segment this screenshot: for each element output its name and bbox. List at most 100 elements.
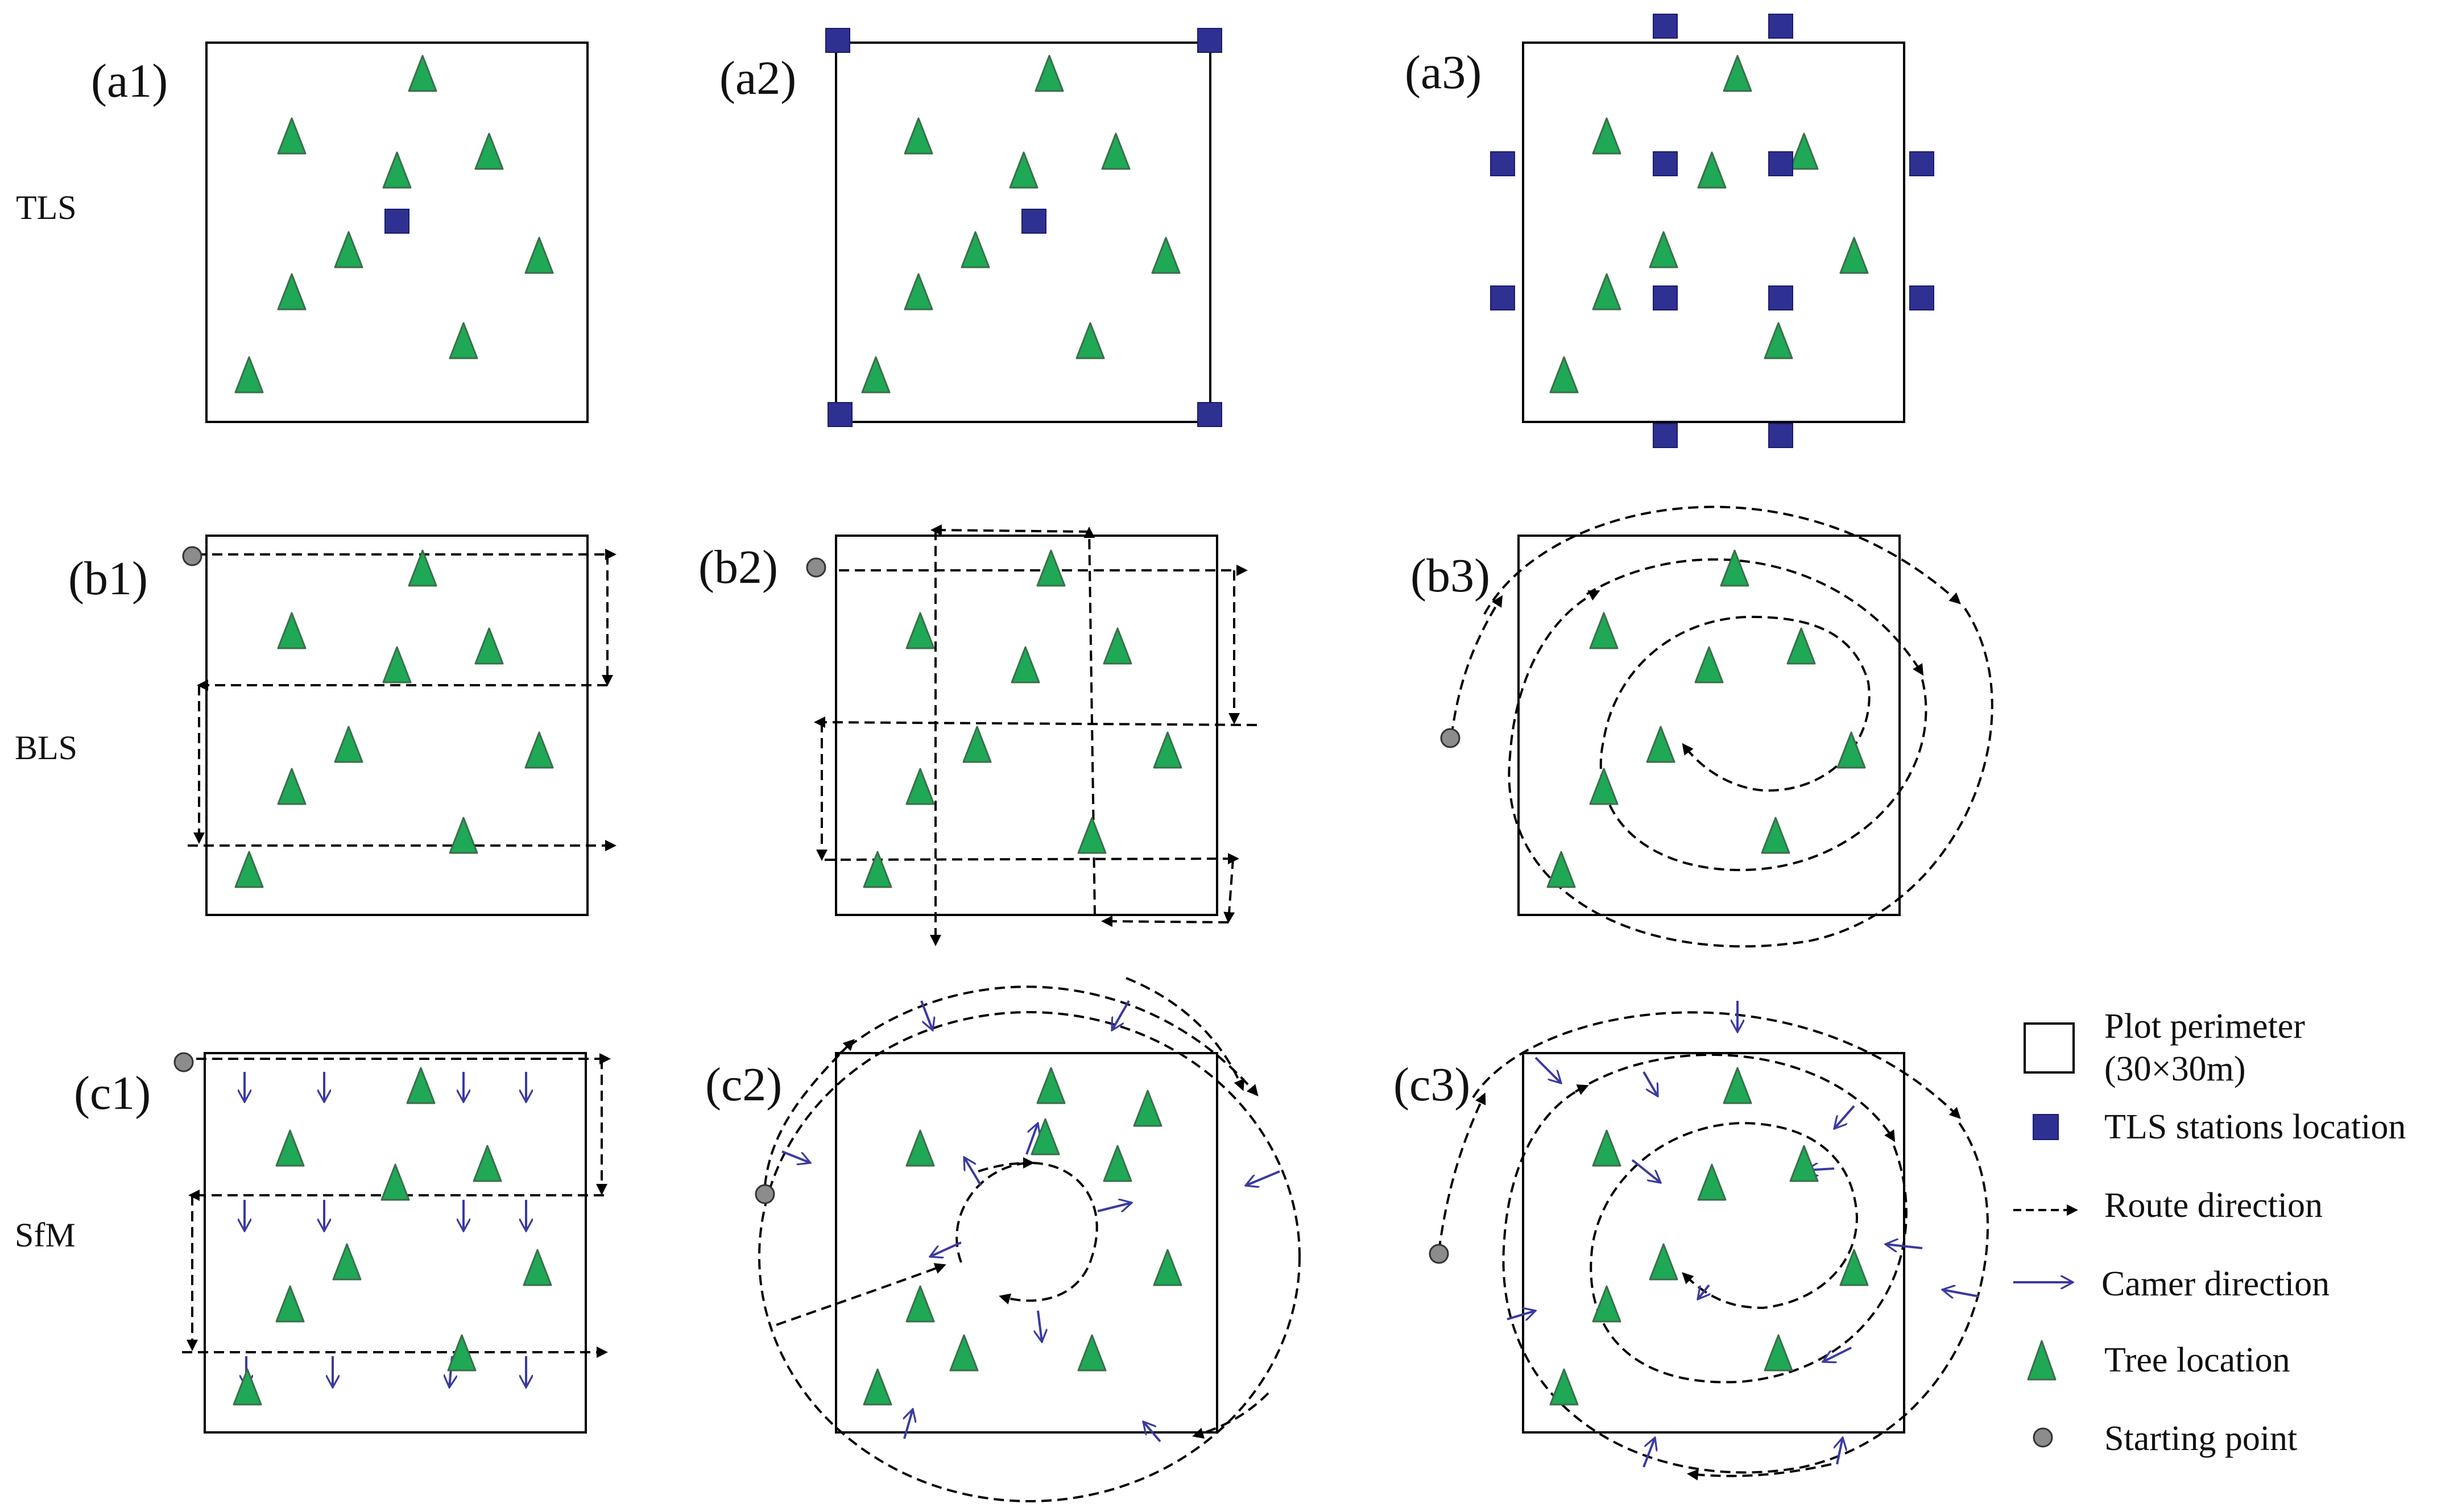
trees-c2 [863, 1067, 1182, 1406]
plot-perimeter-b1 [205, 535, 589, 916]
tree-icon [1009, 151, 1039, 189]
tls-station-icon [825, 28, 850, 53]
tree-icon [1839, 237, 1869, 274]
plot-perimeter-a1 [205, 42, 589, 423]
tree-icon [408, 549, 437, 587]
plot-perimeter-c2 [835, 1052, 1218, 1434]
tree-icon [1764, 322, 1793, 359]
tree-icon [1646, 726, 1675, 763]
tree-icon [904, 117, 933, 155]
legend-plot-perimeter-label: Plot perimeter [2104, 1007, 2305, 1046]
tree-icon [1101, 132, 1131, 170]
row-label-bls: BLS [15, 729, 77, 767]
tree-icon [1789, 132, 1819, 170]
plot-perimeter-c1 [204, 1052, 587, 1434]
tree-icon [406, 1067, 436, 1104]
tls-stations [384, 14, 1934, 448]
starting-point-icon [806, 557, 826, 578]
tree-icon [1036, 1067, 1066, 1104]
camera-arrows-c1 [245, 1072, 526, 1387]
tree-icon [332, 1243, 362, 1281]
tls-station-icon [1768, 14, 1793, 39]
trees-a2 [861, 55, 1181, 393]
tree-icon [277, 768, 307, 805]
tree-icon [1103, 1145, 1132, 1182]
panel-label-a3: (a3) [1405, 46, 1482, 99]
legend-plot-perimeter-size: (30×30m) [2104, 1050, 2245, 1088]
tree-icon [861, 356, 891, 393]
tree-icon [1789, 1145, 1819, 1182]
tree-icon [905, 1285, 935, 1323]
tree-icon [1836, 731, 1866, 769]
legend-plot-perimeter-icon [2024, 1022, 2075, 1074]
tree-icon [380, 1163, 410, 1201]
tls-station-icon [1653, 285, 1678, 310]
tls-station-icon [384, 209, 409, 234]
tree-icon [447, 1334, 477, 1372]
trees-a3 [1549, 55, 1869, 393]
trees-b3 [1546, 549, 1866, 888]
tree-icon [1549, 1368, 1579, 1406]
plot-perimeter-b3 [1517, 535, 1901, 916]
tls-station-icon [1653, 14, 1678, 39]
tls-station-icon [1653, 151, 1678, 176]
tree-icon [1761, 817, 1790, 854]
trees-b2 [863, 549, 1182, 888]
tree-icon [1077, 1334, 1107, 1372]
plot-perimeter-a3 [1522, 42, 1905, 423]
tls-station-icon [1197, 402, 1222, 427]
camera-arrows-c2 [781, 1000, 1280, 1443]
route-b1 [188, 549, 617, 851]
panel-label-c3: (c3) [1393, 1058, 1470, 1111]
tree-icon [277, 117, 307, 155]
tree-icon [524, 731, 554, 769]
tls-station-icon [1490, 151, 1515, 176]
tree-icon [1153, 1249, 1182, 1286]
tree-icon [1011, 646, 1040, 683]
route-c2 [758, 977, 1301, 1502]
tree-icon [1151, 237, 1181, 274]
panel-label-b3: (b3) [1410, 549, 1490, 602]
tree-icon [904, 273, 933, 310]
tree-icon [863, 851, 892, 888]
tree-icon [1077, 817, 1107, 854]
tree-icon [1839, 1249, 1869, 1286]
tree-icon [1592, 1285, 1621, 1323]
legend-starting-point-icon [2033, 1427, 2053, 1448]
tree-icon [1589, 612, 1619, 649]
tree-icon [949, 1334, 979, 1372]
tls-station-icon [1653, 423, 1678, 448]
tree-icon [334, 231, 363, 268]
tree-icon [1035, 55, 1064, 92]
tree-icon [1592, 1129, 1621, 1167]
tls-station-icon [1768, 151, 1793, 176]
tree-icon [1649, 1243, 1678, 1281]
tree-icon [1103, 627, 1132, 665]
tree-icon [1649, 231, 1678, 268]
legend-tls-stations-label: TLS stations location [2104, 1108, 2406, 1146]
tree-icon [1697, 151, 1727, 189]
tree-icon [1697, 1163, 1727, 1201]
tree-icon [449, 322, 478, 359]
tree-icon [234, 851, 264, 888]
tree-icon [1786, 627, 1816, 665]
tree-icon [382, 151, 412, 189]
trees-c3 [1549, 1067, 1869, 1406]
tree-icon [961, 231, 990, 268]
tls-station-icon [1909, 285, 1934, 310]
tree-icon [863, 1368, 892, 1406]
tree-icon [233, 1368, 262, 1406]
tree-icon [523, 1249, 552, 1286]
route-b3 [1450, 506, 1993, 948]
trees-a1 [234, 55, 554, 393]
panel-label-b2: (b2) [698, 541, 778, 594]
row-label-sfm: SfM [15, 1216, 76, 1254]
trees-c1 [233, 1067, 552, 1406]
legend-camera-label: Camer direction [2101, 1265, 2330, 1303]
tree-icon [449, 817, 478, 854]
starting-point-icon [1440, 728, 1461, 748]
panel-label-c2: (c2) [705, 1058, 782, 1111]
tree-icon [1592, 117, 1621, 155]
tree-icon [1549, 356, 1579, 393]
tree-icon [275, 1285, 305, 1323]
